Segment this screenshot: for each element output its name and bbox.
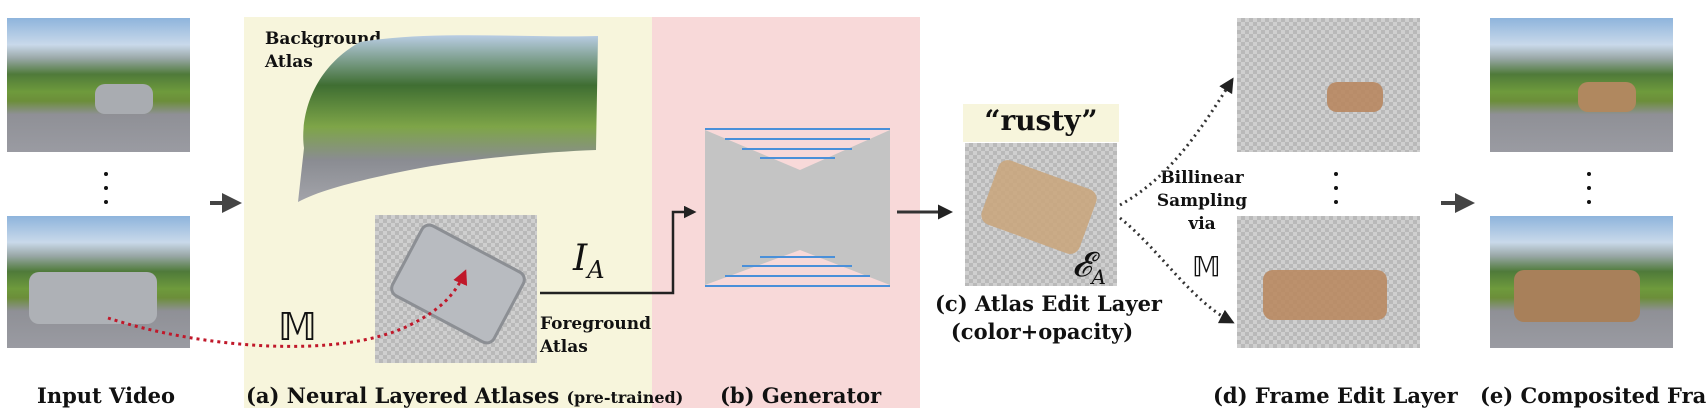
generator-diagram (705, 128, 890, 287)
composited-car-bottom (1514, 270, 1640, 322)
frame-edit-layer-bottom (1237, 216, 1420, 348)
input-frame-bottom (7, 216, 190, 348)
edit-layer-symbol: 𝓔A (1072, 245, 1106, 289)
ellipsis-dot (104, 200, 108, 204)
atlas-edit-layer-image (965, 143, 1117, 286)
composited-frame-bottom (1490, 216, 1673, 348)
ellipsis-dot (104, 172, 108, 176)
foreground-atlas-image (375, 215, 537, 363)
input-car-top (95, 84, 153, 114)
ellipsis-dot (104, 186, 108, 190)
foreground-atlas-label: Foreground Atlas (540, 314, 652, 357)
sampling-mapping-symbol: 𝕄 (1192, 250, 1221, 283)
frame-edit-car-bottom (1263, 270, 1387, 320)
sampling-arrow-top (1119, 77, 1234, 207)
frame-edit-caption: (d) Frame Edit Layer (1213, 383, 1458, 408)
background-atlas-label: Background Atlas (265, 29, 382, 72)
mapping-path (107, 269, 468, 348)
composited-car-top (1578, 82, 1636, 112)
input-video-caption: Input Video (37, 383, 176, 408)
input-atlas-symbol: IA (573, 238, 605, 285)
panel-b-caption: (b) Generator (720, 383, 882, 408)
rusty-prompt-text: “rusty” (984, 104, 1098, 137)
ellipsis-dot (1587, 186, 1591, 190)
mapping-symbol: 𝕄 (278, 305, 317, 349)
edit-layer-caption: (c) Atlas Edit Layer (color+opacity) (935, 291, 1162, 344)
atlas-to-generator-connector (540, 205, 697, 295)
ellipsis-dot (1334, 186, 1338, 190)
ellipsis-dot (1587, 200, 1591, 204)
ellipsis-dot (1334, 200, 1338, 204)
sampling-label: Billinear Sampling via (1156, 168, 1248, 234)
frame-edit-layer-top (1237, 18, 1420, 152)
frame-edit-car-top (1327, 82, 1383, 112)
composited-caption: (e) Composited Frames (1480, 383, 1706, 408)
input-frame-top (7, 18, 190, 152)
ellipsis-dot (1334, 172, 1338, 176)
ellipsis-dot (1587, 172, 1591, 176)
composited-frame-top (1490, 18, 1673, 152)
background-atlas-image (298, 35, 598, 203)
panel-a-caption: (a) Neural Layered Atlases (pre-trained) (246, 383, 684, 408)
input-car-bottom (29, 272, 157, 324)
sampling-arrow-bottom (1119, 216, 1235, 324)
rusty-prompt-box (963, 104, 1119, 142)
